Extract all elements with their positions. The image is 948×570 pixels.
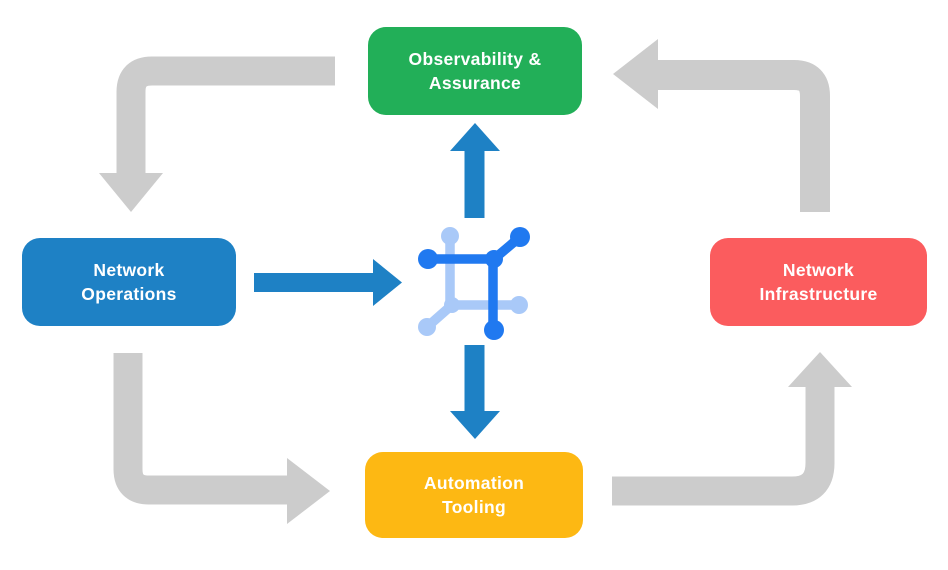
node-label-line: Observability &: [408, 49, 542, 69]
icon-node-top: [441, 227, 459, 245]
arrow-operations-to-platform: [254, 259, 402, 306]
icon-node-bottom-left: [418, 318, 436, 336]
arrow-platform-to-automation: [450, 345, 500, 439]
arrow-observability-to-operations: [99, 56, 335, 212]
node-label-line: Assurance: [428, 73, 522, 93]
icon-node-right: [510, 296, 528, 314]
icon-node-bottom: [484, 320, 504, 340]
node-label-line: Automation: [423, 473, 525, 493]
node-network-infrastructure: Network Infrastructure: [710, 238, 927, 326]
node-observability-assurance: Observability & Assurance: [368, 27, 582, 115]
icon-node-left: [418, 249, 438, 269]
arrow-platform-to-observability: [450, 123, 500, 218]
node-label-line: Network: [93, 260, 165, 280]
node-label-line: Operations: [81, 284, 177, 304]
node-label-line: Network: [782, 260, 855, 280]
node-label-line: Infrastructure: [759, 284, 878, 304]
arrow-automation-to-infrastructure: [612, 352, 852, 506]
node-network-operations: Network Operations: [22, 238, 236, 326]
arrow-infrastructure-to-observability: [613, 39, 830, 212]
node-automation-tooling: Automation Tooling: [365, 452, 583, 538]
node-label-line: Tooling: [442, 497, 506, 517]
icon-node-top-right: [510, 227, 530, 247]
icon-junction-light: [444, 297, 460, 313]
icon-junction-dark: [485, 250, 503, 268]
arrow-operations-to-automation: [113, 353, 330, 524]
network-platform-icon: [418, 227, 530, 340]
